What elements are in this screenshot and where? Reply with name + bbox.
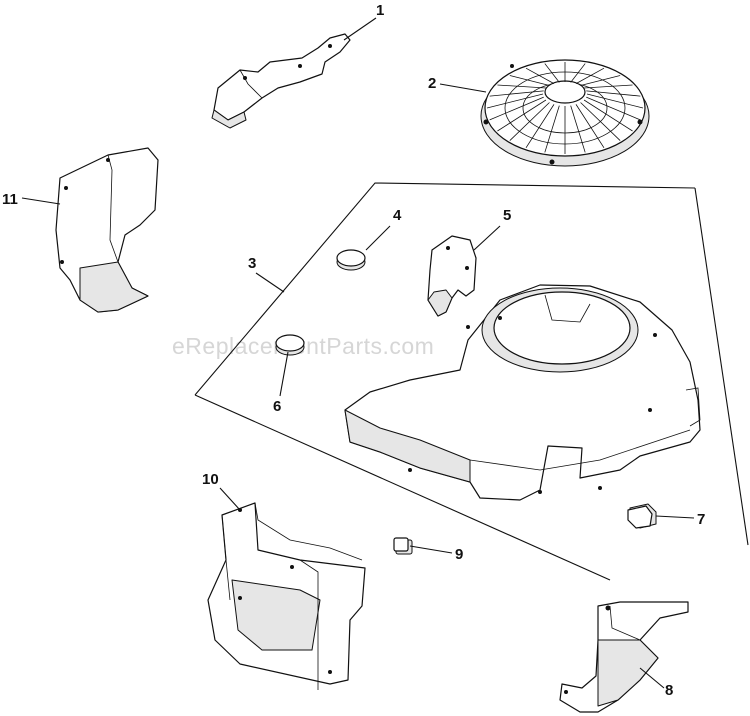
part-2-fan-grille[interactable] bbox=[480, 59, 650, 167]
callout-10: 10 bbox=[202, 471, 241, 511]
svg-text:5: 5 bbox=[503, 207, 511, 224]
part-8-bracket[interactable] bbox=[559, 601, 689, 713]
svg-text:6: 6 bbox=[273, 398, 281, 415]
part-5-cover[interactable] bbox=[427, 235, 477, 317]
part-3-blower-housing[interactable] bbox=[344, 284, 701, 501]
callout-8: 8 bbox=[639, 667, 673, 699]
group-outline bbox=[194, 182, 749, 581]
part-1-bracket[interactable] bbox=[211, 33, 351, 129]
callout-5: 5 bbox=[473, 207, 511, 251]
callout-1: 1 bbox=[343, 2, 384, 41]
svg-text:1: 1 bbox=[376, 2, 384, 19]
svg-text:2: 2 bbox=[428, 75, 436, 92]
svg-text:10: 10 bbox=[202, 471, 219, 488]
grille-spokes bbox=[486, 62, 644, 154]
svg-text:3: 3 bbox=[248, 255, 256, 272]
part-10-baffle[interactable] bbox=[207, 502, 366, 690]
callout-11: 11 bbox=[2, 191, 61, 208]
part-6-plug[interactable] bbox=[275, 334, 305, 356]
svg-text:7: 7 bbox=[697, 511, 705, 528]
callout-6: 6 bbox=[273, 351, 289, 415]
callout-7: 7 bbox=[655, 511, 705, 528]
svg-text:4: 4 bbox=[393, 207, 402, 224]
callout-9: 9 bbox=[409, 545, 463, 563]
callout-2: 2 bbox=[428, 75, 487, 93]
part-4-plug[interactable] bbox=[336, 249, 366, 271]
svg-text:8: 8 bbox=[665, 682, 673, 699]
part-7-grommet[interactable] bbox=[627, 503, 657, 529]
callout-3: 3 bbox=[248, 255, 285, 293]
svg-text:9: 9 bbox=[455, 546, 463, 563]
part-11-side-baffle[interactable] bbox=[55, 147, 159, 313]
svg-text:11: 11 bbox=[2, 191, 18, 208]
callout-4: 4 bbox=[365, 207, 402, 251]
part-9-clip[interactable] bbox=[393, 537, 413, 555]
